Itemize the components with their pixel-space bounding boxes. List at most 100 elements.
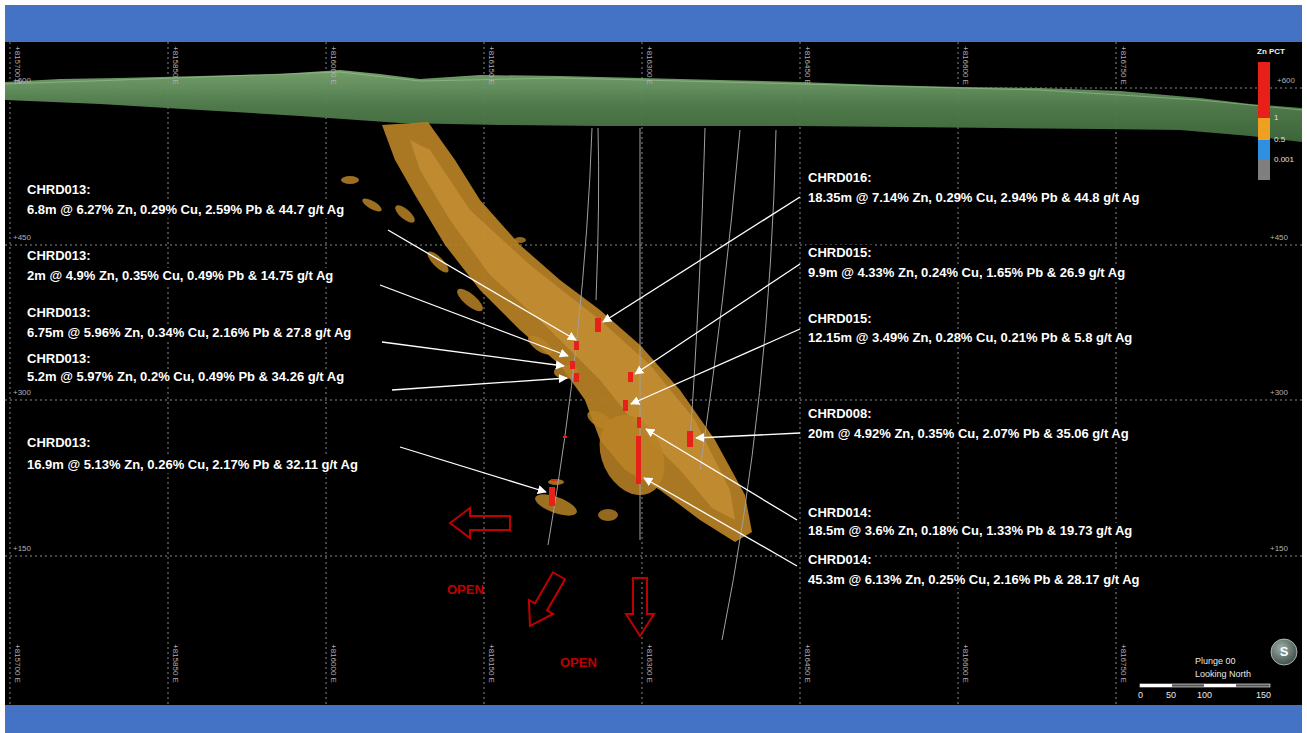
grid-line (800, 42, 801, 705)
orebody-lens (360, 196, 383, 214)
open-arrow (518, 569, 571, 633)
elevation-label: +300 (13, 388, 31, 398)
orebody-core (410, 140, 735, 520)
legend-value: 1 (1274, 113, 1278, 123)
scale-number: 0 (1138, 690, 1143, 701)
elevation-label: +300 (1270, 388, 1288, 398)
easting-label: +816450 E (802, 644, 812, 683)
intercept-mark (623, 400, 628, 411)
grid-line (484, 42, 485, 705)
easting-label: +816600 E (960, 46, 970, 85)
easting-label: +815850 E (170, 644, 180, 683)
leader-lines (380, 197, 800, 566)
view-plunge: Plunge 00 (1195, 656, 1236, 667)
scale-number: 150 (1256, 690, 1271, 701)
drillhole-id: CHRD008: (806, 406, 874, 422)
software-logo (1271, 639, 1297, 665)
legend-bar-top (1258, 62, 1270, 118)
easting-label: +816450 E (802, 46, 812, 85)
grid-line (5, 556, 1302, 557)
scale-number: 50 (1166, 690, 1176, 701)
easting-label: +816750 E (1118, 644, 1128, 683)
scale-segment (1172, 684, 1204, 687)
leader-line (644, 478, 797, 566)
drillhole-id: CHRD015: (806, 311, 874, 327)
drill-hole-trace (596, 128, 599, 300)
open-note: OPEN (447, 582, 484, 598)
drillhole-id: CHRD013: (25, 248, 93, 264)
intercept-grade: 6.75m @ 5.96% Zn, 0.34% Cu, 2.16% Pb & 2… (25, 325, 353, 341)
leader-line (603, 197, 800, 322)
scale-segment (1236, 684, 1270, 687)
intercept-grade: 6.8m @ 6.27% Zn, 0.29% Cu, 2.59% Pb & 44… (25, 202, 346, 218)
elevation-label: +450 (13, 233, 31, 243)
legend-swatch (1258, 160, 1270, 180)
logo-letter: S (1271, 645, 1297, 659)
elevation-label: +150 (13, 544, 31, 554)
drillhole-id: CHRD013: (25, 305, 93, 321)
drillhole-id: CHRD013: (25, 182, 93, 198)
grid-lines (5, 42, 1302, 705)
drillhole-id: CHRD014: (806, 552, 874, 568)
intercept-mark (637, 417, 641, 428)
orebody-lens (587, 404, 677, 505)
grid-line (958, 42, 959, 705)
orebody-lens (548, 479, 564, 485)
zinc-orebody (341, 122, 752, 542)
leader-line (646, 429, 797, 520)
intercept-mark (595, 318, 601, 332)
intercept-grade: 20m @ 4.92% Zn, 0.35% Cu, 2.07% Pb & 35.… (806, 426, 1131, 442)
drill-holes (548, 128, 776, 640)
drillhole-id: CHRD013: (25, 351, 93, 367)
easting-label: +816000 E (328, 46, 338, 85)
easting-label: +816150 E (486, 644, 496, 683)
orebody-lens (393, 202, 418, 225)
orebody-lens (425, 249, 452, 276)
open-arrows (450, 508, 654, 636)
grid-line (5, 245, 1302, 246)
intercept-mark (570, 361, 575, 369)
grid-line (1116, 42, 1117, 705)
orebody-lens (598, 509, 618, 521)
easting-label: +816000 E (328, 644, 338, 683)
leader-line (635, 264, 800, 374)
drillhole-id: CHRD016: (806, 170, 874, 186)
intercept-grade: 9.9m @ 4.33% Zn, 0.24% Cu, 1.65% Pb & 26… (806, 265, 1127, 281)
leader-line (696, 433, 800, 438)
section-ground (5, 42, 1302, 705)
intercept-grade: 2m @ 4.9% Zn, 0.35% Cu, 0.49% Pb & 14.75… (25, 268, 335, 284)
elevation-label: +600 (13, 76, 31, 86)
grid-line (10, 42, 11, 705)
intercept-mark (574, 373, 579, 382)
intercept-grade: 18.35m @ 7.14% Zn, 0.29% Cu, 2.94% Pb & … (806, 190, 1142, 206)
orebody-lens (454, 285, 486, 315)
orebody-lens (514, 237, 526, 243)
easting-label: +815850 E (170, 46, 180, 85)
intercept-mark (549, 487, 555, 506)
intercept-grade: 12.15m @ 3.49% Zn, 0.28% Cu, 0.21% Pb & … (806, 330, 1134, 346)
drill-hole-trace (722, 130, 776, 640)
top-band (5, 5, 1302, 42)
intercept-mark (628, 372, 633, 382)
orebody-lens (341, 176, 359, 184)
view-direction: Looking North (1195, 669, 1251, 680)
drillhole-id: CHRD015: (806, 245, 874, 261)
drill-hole-trace (690, 128, 705, 440)
scale-number: 100 (1197, 690, 1212, 701)
intercept-mark (551, 479, 557, 481)
easting-label: +816750 E (1118, 46, 1128, 85)
elevation-label: +600 (1277, 76, 1295, 86)
leader-line (382, 342, 564, 366)
elevation-label: +450 (1270, 233, 1288, 243)
intercept-mark (636, 436, 641, 484)
legend-value: 0.001 (1274, 155, 1294, 165)
drillhole-id: CHRD014: (806, 505, 874, 521)
bottom-band (5, 705, 1302, 733)
easting-label: +816300 E (644, 644, 654, 683)
legend-title: Zn PCT (1257, 47, 1285, 57)
easting-label: +816150 E (486, 46, 496, 85)
scale-segment (1204, 684, 1236, 687)
leader-line (631, 329, 800, 404)
intercept-grade: 16.9m @ 5.13% Zn, 0.26% Cu, 2.17% Pb & 3… (25, 457, 360, 473)
